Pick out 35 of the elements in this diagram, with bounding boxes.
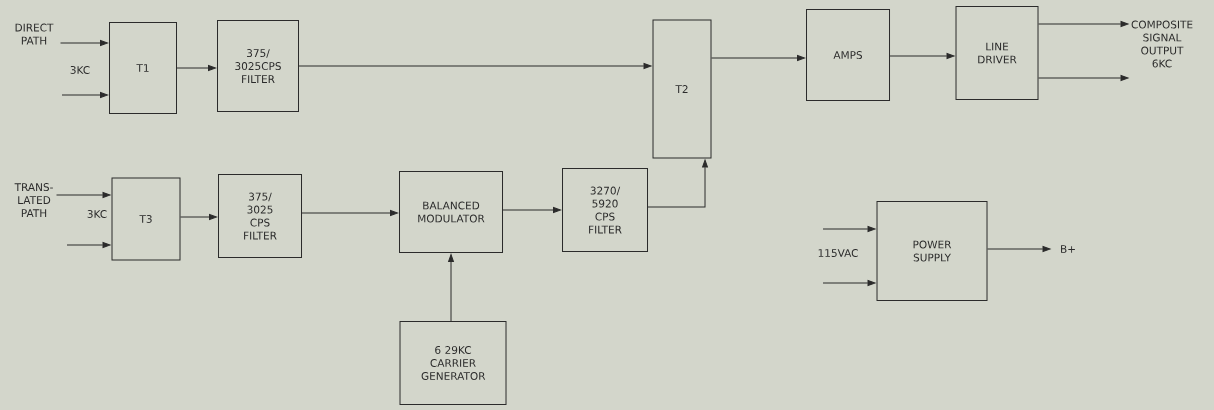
block-box: T1	[109, 22, 177, 114]
arrow	[301, 210, 398, 216]
arrow	[61, 92, 108, 98]
block-box: 375/ 3025 CPS FILTER	[218, 174, 302, 258]
block-box: 3270/ 5920 CPS FILTER	[562, 168, 648, 252]
block-box: AMPS	[806, 9, 890, 101]
block-box: LINE DRIVER	[955, 6, 1039, 100]
arrow	[176, 65, 216, 71]
block-box: 6 29KC CARRIER GENERATOR	[399, 321, 507, 405]
terminal-label: TRANS- LATED PATH	[14, 183, 53, 217]
block-box: 375/ 3025CPS FILTER	[217, 20, 299, 112]
arrow	[56, 192, 111, 198]
arrow	[298, 63, 652, 69]
arrow	[822, 226, 876, 232]
arrow	[1038, 75, 1129, 81]
arrow	[987, 246, 1051, 252]
block-box: T3	[111, 177, 181, 261]
block-box: POWER SUPPLY	[876, 201, 988, 301]
arrow	[502, 207, 561, 213]
terminal-label: B+	[1061, 245, 1075, 253]
terminal-label: COMPOSITE SIGNAL OUTPUT 6KC	[1131, 20, 1193, 68]
block-box: BALANCED MODULATOR	[399, 171, 503, 253]
arrow	[66, 242, 111, 248]
arrow	[889, 53, 955, 59]
signal-label: 115VAC	[818, 249, 858, 257]
arrow	[448, 254, 454, 322]
signal-label: 3KC	[70, 66, 90, 74]
arrow	[180, 214, 217, 220]
arrow	[60, 40, 108, 46]
arrow	[711, 55, 805, 61]
terminal-label: DIRECT PATH	[15, 23, 54, 45]
arrow	[1038, 21, 1129, 27]
arrow	[647, 159, 708, 208]
block-box: T2	[652, 19, 712, 159]
arrow	[822, 280, 876, 286]
